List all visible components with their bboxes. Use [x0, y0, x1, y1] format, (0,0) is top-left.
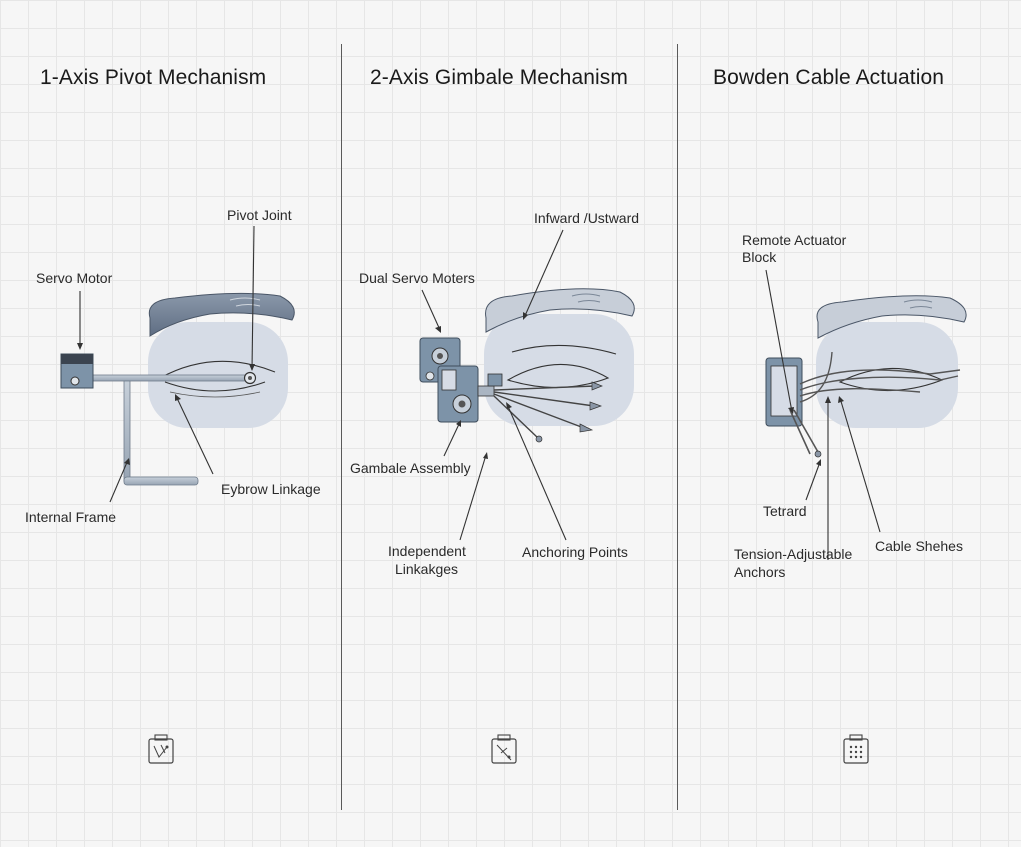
- label-cable-sheathes: Cable Shehes: [875, 538, 963, 554]
- panel-3-title: Bowden Cable Actuation: [713, 66, 945, 89]
- eyebrow-shape: [485, 288, 635, 333]
- label-servo-motor: Servo Motor: [36, 270, 113, 286]
- gimbal-diagram: [419, 229, 635, 541]
- panel-2-title: 2-Axis Gimbale Mechanism: [370, 66, 628, 89]
- label-gimbal-assembly: Gambale Assembly: [350, 460, 471, 476]
- panel-divider-left: [341, 44, 342, 810]
- frame-horizontal-bar: [91, 374, 251, 382]
- eyelid-upper: [511, 344, 617, 355]
- eye-region: [484, 314, 634, 426]
- label-remote-actuator-line1: Remote Actuator: [742, 232, 847, 248]
- eyelid-upper: [159, 360, 276, 379]
- label-independent-linkages-line1: Independent: [388, 543, 466, 559]
- panel-1-title: 1-Axis Pivot Mechanism: [40, 66, 267, 89]
- label-pivot-joint: Pivot Joint: [227, 207, 292, 223]
- label-anchoring-points: Anchoring Points: [522, 544, 628, 560]
- label-inward-upward: Infward /Ustward: [534, 210, 640, 226]
- pivot-schematic-icon: [148, 734, 174, 764]
- label-remote-actuator-line2: Block: [742, 249, 777, 265]
- eyebrow-shape: [816, 295, 967, 339]
- label-dual-servo-motors: Dual Servo Moters: [359, 270, 475, 286]
- label-tension-anchors-line2: Anchors: [734, 564, 786, 580]
- gimbal-schematic-icon: [491, 734, 517, 764]
- label-tetrard: Tetrard: [763, 503, 807, 519]
- label-independent-linkages-line2: Linkakges: [395, 561, 459, 577]
- label-internal-frame: Internal Frame: [25, 509, 117, 525]
- label-tension-anchors-line1: Tension-Adjustable: [734, 546, 853, 562]
- bowden-diagram: [765, 269, 967, 560]
- pivot-diagram: [60, 225, 295, 503]
- cable-actuator-keypad-icon: [843, 734, 869, 764]
- eye-region: [816, 322, 958, 428]
- frame-foot-bar: [123, 476, 199, 486]
- label-eyebrow-linkage: Eybrow Linkage: [221, 481, 321, 497]
- eyebrow-shape: [148, 292, 295, 337]
- eye-opening: [506, 363, 610, 389]
- eye-opening: [164, 381, 266, 392]
- panel-divider-right: [677, 44, 678, 810]
